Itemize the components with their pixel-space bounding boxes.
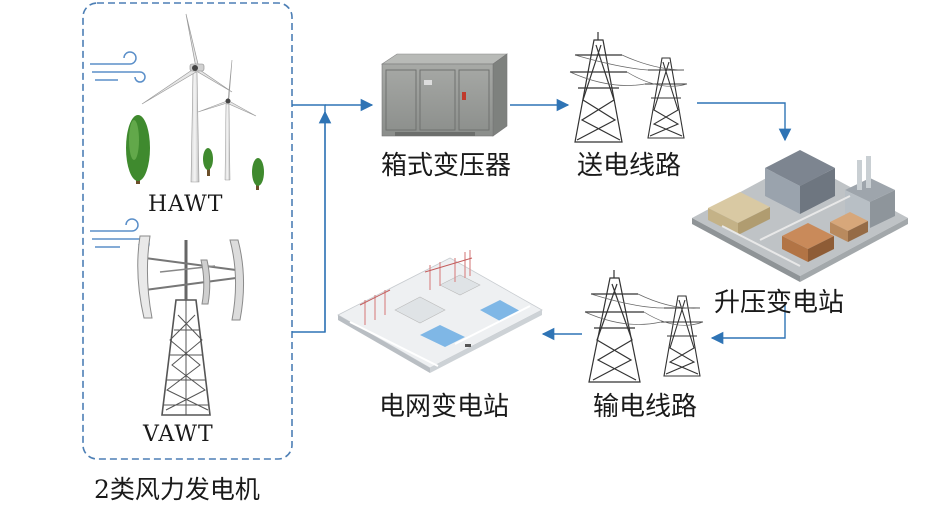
tree-icon [126, 115, 150, 184]
turbine-group-caption: 2类风力发电机 [94, 475, 260, 504]
transmission-line-label: 送电线路 [577, 151, 682, 181]
step-up-substation-label: 升压变电站 [714, 288, 845, 318]
power-wires [584, 293, 704, 326]
hawt-label: HAWT [148, 192, 224, 217]
transmission-tower-icon [570, 32, 627, 143]
hawt-output-line [292, 104, 326, 333]
arrow-to-distribution-line [710, 305, 786, 345]
grid-substation-icon [337, 250, 543, 373]
vawt-label: VAWT [143, 422, 214, 447]
box-transformer-icon [381, 53, 508, 137]
transmission-tower-icon [585, 270, 644, 383]
turbine-group-box [82, 2, 293, 460]
hawt-turbine-icon [141, 13, 233, 183]
arrow-to-step-up-substation [697, 102, 792, 142]
distribution-line-label: 输电线路 [593, 392, 698, 422]
tree-icon [203, 148, 213, 176]
box-transformer-label: 箱式变压器 [381, 151, 512, 181]
wind-gust-icon [90, 51, 146, 83]
vawt-turbine-icon [137, 235, 245, 416]
power-wires [569, 54, 688, 87]
hawt-turbine-icon [197, 59, 257, 181]
tree-icon [252, 158, 264, 190]
step-up-substation-icon [692, 150, 908, 282]
grid-substation-label: 电网变电站 [379, 392, 510, 422]
